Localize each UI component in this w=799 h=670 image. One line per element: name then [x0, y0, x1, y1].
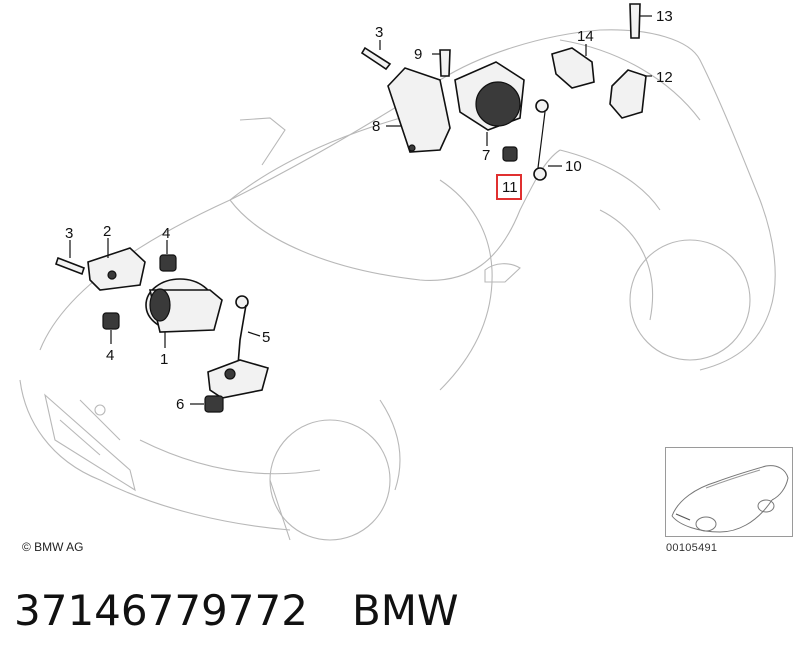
- part-4-bushing-top: [159, 240, 177, 272]
- overview-car-icon: [671, 465, 789, 533]
- callout-13: 13: [656, 8, 673, 25]
- car-outline: [19, 29, 776, 541]
- part-number-caption: 37146779772 BMW: [14, 586, 459, 635]
- overview-thumbnail: [665, 447, 793, 537]
- part-3-bolt-top: [360, 40, 392, 71]
- brand-name: BMW: [351, 586, 459, 635]
- callout-8: 8: [372, 118, 380, 135]
- part-9-bolt: [432, 49, 451, 77]
- callout-4-top: 4: [162, 225, 170, 242]
- highlighted-part-box: [496, 174, 522, 200]
- part-11-bushing: [502, 146, 518, 162]
- callout-3-top: 3: [375, 24, 383, 41]
- callout-6: 6: [176, 396, 184, 413]
- callout-12: 12: [656, 69, 673, 86]
- part-6-bushing: [190, 395, 224, 413]
- callout-10: 10: [565, 158, 582, 175]
- callout-3-left: 3: [65, 225, 73, 242]
- part-4-bushing-bottom: [102, 312, 120, 344]
- callout-11: 11: [502, 179, 518, 196]
- callout-5: 5: [262, 329, 270, 346]
- part-5-link-rod: [235, 295, 261, 366]
- part-12-bracket: [609, 69, 652, 119]
- callout-4-bottom: 4: [106, 347, 114, 364]
- part-13-bolt: [629, 3, 652, 39]
- diagram-id: 00105491: [666, 542, 718, 554]
- part-8-bracket: [386, 67, 451, 153]
- copyright-notice: © BMW AG: [22, 540, 84, 554]
- part-2-bracket: [87, 238, 146, 291]
- part-5-mount: [207, 359, 269, 399]
- callout-1: 1: [160, 351, 168, 368]
- callout-7: 7: [482, 147, 490, 164]
- part-3-bolt-left: [54, 240, 86, 276]
- part-10-link: [533, 99, 562, 181]
- callout-2: 2: [103, 223, 111, 240]
- part-14-bracket: [551, 44, 595, 89]
- part-7-sensor: [454, 61, 525, 146]
- callout-9: 9: [414, 46, 422, 63]
- callout-14: 14: [577, 28, 594, 45]
- part-number: 37146779772: [14, 586, 308, 635]
- part-1-sensor: [145, 278, 223, 348]
- callout-labels: 2 3 4 4 1 5 6 3 9 8 7 11 10 14 13 12: [65, 8, 673, 413]
